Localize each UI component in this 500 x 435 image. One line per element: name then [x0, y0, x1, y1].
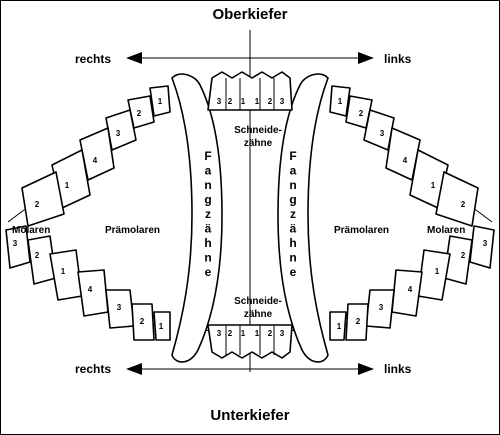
- tooth-number-upper-left: 1: [338, 97, 343, 106]
- tooth-number-upper-incisors-right: 2: [228, 97, 233, 106]
- molars-label-left: Molaren: [427, 225, 465, 236]
- canine-letter: e: [290, 265, 297, 279]
- tooth-number-lower-incisors-right: 3: [217, 329, 222, 338]
- premolars-label-right: Prämolaren: [105, 225, 160, 236]
- tooth-number-upper-incisors-right: 3: [217, 97, 222, 106]
- tooth-number-upper-left: 4: [403, 156, 408, 165]
- tooth-number-upper-incisors-left: 1: [255, 97, 260, 106]
- canine-letter: n: [204, 178, 211, 192]
- tooth-number-lower-right: 1: [159, 322, 164, 331]
- tooth-number-upper-incisors-right: 1: [241, 97, 246, 106]
- incisors-upper-label-line1: Schneide-: [234, 125, 282, 136]
- canine-letter: F: [289, 149, 296, 163]
- canine-letter: F: [204, 149, 211, 163]
- tooth-number-lower-left: 2: [461, 251, 466, 260]
- tooth-number-lower-incisors-left: 2: [268, 329, 273, 338]
- lower-jaw-title: Unterkiefer: [210, 407, 289, 424]
- tooth-number-upper-left: 1: [431, 181, 436, 190]
- tooth-number-upper-right: 2: [35, 200, 40, 209]
- incisors-lower-label-line2: zähne: [244, 309, 273, 320]
- lower-incisors: [207, 324, 293, 359]
- canine-letter: e: [205, 265, 212, 279]
- canine-letter: n: [204, 251, 211, 265]
- upper-left-cheek-teeth: [329, 85, 479, 227]
- canine-letter: a: [290, 164, 297, 178]
- tooth-number-upper-right: 3: [116, 129, 121, 138]
- tooth-number-lower-right: 4: [88, 285, 93, 294]
- tooth-number-upper-left: 2: [359, 109, 364, 118]
- tooth-number-lower-left: 3: [379, 303, 384, 312]
- canine-letter: g: [204, 193, 211, 207]
- left-label-top: links: [384, 52, 412, 66]
- premolars-label-left: Prämolaren: [334, 225, 389, 236]
- right-label-bottom: rechts: [75, 362, 111, 376]
- tooth-number-lower-incisors-left: 3: [280, 329, 285, 338]
- upper-incisors: [207, 71, 293, 111]
- canine-letter: h: [204, 236, 211, 250]
- canine-letter: z: [290, 207, 296, 221]
- tooth-number-lower-right: 2: [140, 317, 145, 326]
- canine-letter: ä: [205, 222, 212, 236]
- lower-right-cheek-teeth: [5, 225, 171, 341]
- lower-left-cheek-teeth: [329, 225, 495, 341]
- tooth-number-lower-left: 4: [408, 285, 413, 294]
- canine-letter: n: [289, 251, 296, 265]
- tooth-number-upper-right: 4: [93, 156, 98, 165]
- tooth-number-lower-right: 2: [35, 251, 40, 260]
- tooth-number-lower-left: 2: [356, 317, 361, 326]
- tooth-number-lower-left: 1: [435, 267, 440, 276]
- tooth-number-lower-incisors-left: 1: [255, 329, 260, 338]
- canine-tooth-right: [171, 73, 223, 363]
- left-label-bottom: links: [384, 362, 412, 376]
- right-label-top: rechts: [75, 52, 111, 66]
- arrow-top: [126, 52, 374, 64]
- canine-letter: n: [289, 178, 296, 192]
- tooth-number-upper-left: 2: [461, 200, 466, 209]
- tooth-number-lower-right: 1: [61, 267, 66, 276]
- canine-tooth-left: [277, 73, 329, 363]
- tooth-number-upper-left: 3: [380, 129, 385, 138]
- canine-letter: a: [205, 164, 212, 178]
- canine-letter: h: [289, 236, 296, 250]
- tooth-number-lower-incisors-right: 1: [241, 329, 246, 338]
- upper-right-cheek-teeth: [21, 85, 171, 227]
- molars-label-right: Molaren: [12, 225, 50, 236]
- tooth-number-lower-right: 3: [13, 239, 18, 248]
- tooth-number-lower-left: 3: [483, 239, 488, 248]
- incisors-lower-label-line1: Schneide-: [234, 296, 282, 307]
- arrow-bottom: [126, 363, 374, 375]
- tooth-number-upper-incisors-left: 2: [268, 97, 273, 106]
- canine-letter: ä: [290, 222, 297, 236]
- tooth-number-upper-right: 2: [137, 109, 142, 118]
- incisors-upper-label-line2: zähne: [244, 138, 273, 149]
- upper-jaw-title: Oberkiefer: [212, 6, 287, 23]
- tooth-number-upper-incisors-left: 3: [280, 97, 285, 106]
- canine-letter: z: [205, 207, 211, 221]
- tooth-number-upper-right: 1: [65, 181, 70, 190]
- tooth-number-lower-incisors-right: 2: [228, 329, 233, 338]
- canine-letter: g: [289, 193, 296, 207]
- tooth-number-upper-right: 1: [158, 97, 163, 106]
- tooth-number-lower-left: 1: [337, 322, 342, 331]
- tooth-number-lower-right: 3: [117, 303, 122, 312]
